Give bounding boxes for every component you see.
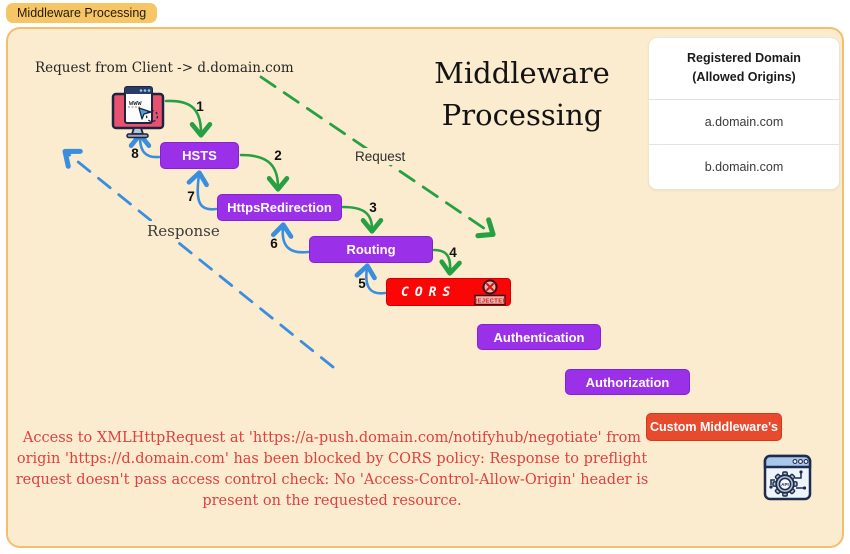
step-number-1: 1 [196, 99, 204, 114]
request-flow-label: Request [350, 148, 411, 165]
middleware-box-hsts: HSTS [160, 142, 239, 169]
middleware-box-routing: Routing [309, 236, 433, 263]
page-title-line1: Middleware [434, 56, 610, 90]
svg-text:www: www [129, 99, 142, 107]
middleware-box-custom: Custom Middleware's [646, 413, 782, 441]
step-number-3: 3 [369, 200, 377, 215]
page-title: Middleware Processing [412, 52, 632, 136]
diagram-title-badge[interactable]: Middleware Processing [6, 3, 158, 23]
cors-error-message: Access to XMLHttpRequest at 'https://a-p… [15, 430, 649, 510]
table-row: a.domain.com [704, 114, 784, 129]
step-number-4: 4 [449, 245, 457, 260]
middleware-box-authentication: Authentication [477, 324, 601, 350]
allowed-origins-header-line1: Registered Domain [687, 51, 801, 65]
rejected-stamp-icon: REJECTED [473, 279, 507, 306]
allowed-origins-header-line2: (Allowed Origins) [692, 70, 796, 85]
table-row: b.domain.com [649, 143, 839, 189]
step-number-6: 6 [270, 236, 278, 251]
step-number-8: 8 [131, 146, 139, 161]
allowed-origins-table: Registered Domain (Allowed Origins) a.do… [648, 37, 840, 190]
api-gateway-icon: API [763, 454, 812, 501]
middleware-box-authorization: Authorization [565, 369, 690, 395]
allowed-origins-header: Registered Domain (Allowed Origins) [649, 38, 839, 100]
page-title-line2: Processing [441, 98, 603, 133]
svg-text:API: API [781, 482, 789, 487]
step-number-7: 7 [187, 189, 195, 204]
step-number-5: 5 [358, 276, 366, 291]
client-computer-icon: www [111, 86, 165, 139]
middleware-box-httpsredirection: HttpsRedirection [217, 194, 342, 221]
rejected-stamp-text: REJECTED [473, 299, 507, 305]
client-request-label: Request from Client -> d.domain.com [35, 60, 294, 76]
middleware-box-cors: CORS REJECTED [386, 278, 511, 306]
response-flow-label: Response [142, 221, 225, 241]
step-number-2: 2 [274, 148, 282, 163]
cors-label: CORS [401, 284, 457, 300]
